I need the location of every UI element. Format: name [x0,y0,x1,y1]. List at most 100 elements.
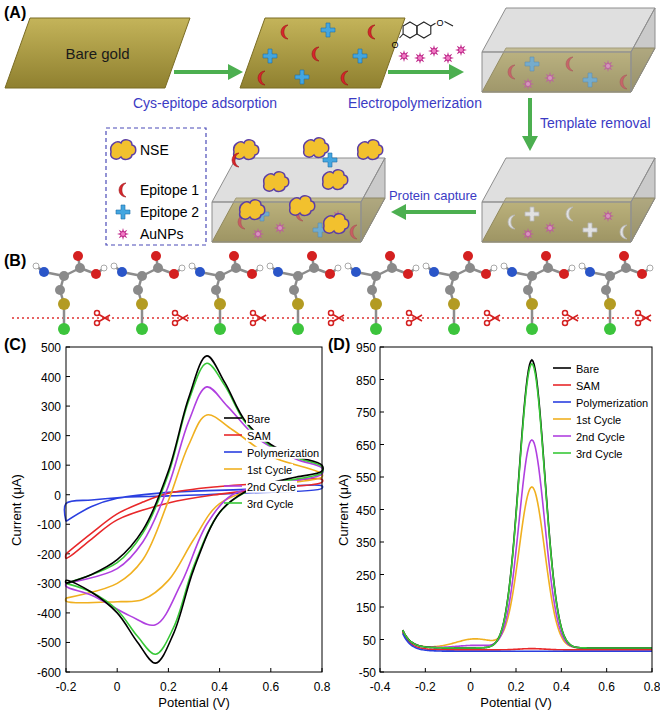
label-slot: 850 [356,370,376,388]
cysteine-monolayer [267,251,341,335]
protein-bound-film [304,138,329,158]
legend-slot: SAM [575,376,601,394]
cv-curve [66,356,323,663]
gold-nanoparticles [398,50,410,62]
axis-tick [219,668,220,672]
label-slot: Current (μA) [7,474,25,546]
axis-tick [516,668,517,672]
tick-label: 500 [41,341,61,355]
protein-bound-film [212,202,361,242]
tick-label: 0.8 [314,680,331,694]
protein-bound-film [212,138,385,242]
axis-tick [470,668,471,672]
legend-sample [224,435,242,436]
dpv-chart [380,347,652,672]
axis-tick [380,444,384,445]
cysteine-monolayer [189,251,263,335]
gold-nanoparticles [442,52,454,64]
tick-label: -600 [37,666,61,680]
legend-text: NSE [140,142,169,158]
legend-line [553,435,571,437]
label-slot: 0.8 [314,677,331,695]
tick-label: 150 [356,601,376,615]
label-slot: -50 [359,663,376,681]
scissors-symbol [407,311,423,326]
tick-label: 0.4 [553,680,570,694]
label-slot: -400 [37,604,61,622]
imprinted-film [482,52,631,92]
cysteine-monolayer [579,251,653,335]
legend-text: Bare [575,363,600,375]
legend-text: SAM [246,430,272,442]
label-slot: Protein capture [389,186,477,204]
protein-bound-film [232,153,239,167]
process-arrow [391,204,406,220]
tick-label: 0.8 [644,680,660,694]
protein-bound-film [212,158,385,202]
label-slot: 150 [356,598,376,616]
slab-face [5,18,190,88]
dpv-curve [403,360,652,648]
legend-text: AuNPs [140,226,184,242]
cysteine-monolayer [423,251,497,335]
tick-label: 400 [41,370,61,384]
label-slot: 0 [114,677,121,695]
legend-text: Polymerization [575,397,649,409]
label-slot: 200 [41,426,61,444]
axis-tick [66,465,70,466]
process-arrow [174,64,538,220]
tick-label: -500 [37,636,61,650]
label-slot: 0 [54,486,61,504]
axis-tick [66,494,70,495]
label-slot: Cys-epitope adsorption [133,94,277,112]
cv-curve [66,363,323,654]
label-slot: -300 [37,574,61,592]
axis-tick [168,668,169,672]
legend-icon [119,183,126,197]
coumarin-monomer [417,22,431,38]
legend-sample [119,183,126,197]
legend-text: 3rd Cycle [575,448,623,460]
process-arrow [388,70,450,74]
legend-line [553,384,571,386]
label-slot: 0.8 [644,677,660,695]
sam-slab [312,47,319,61]
tick-label: 350 [356,536,376,550]
legend-text: 3rd Cycle [246,498,294,510]
process-arrow [228,64,243,80]
legend-sample [116,205,130,219]
sam-slab [240,18,405,88]
legend-line [224,451,242,453]
label-slot: 250 [356,565,376,583]
label-slot: 400 [41,367,61,385]
label-slot: 0.6 [598,677,615,695]
tick-label: 650 [356,438,376,452]
coumarin-monomer [400,22,454,39]
template-free-film [482,198,655,242]
step-label: Cys-epitope adsorption [133,95,277,111]
legend-sample [117,228,129,240]
label-slot: (D) [328,336,350,354]
label-slot: -200 [37,545,61,563]
legend-sample [224,418,242,419]
legend-slot: SAM [246,426,272,444]
label-slot: 50 [363,630,376,648]
label-slot: Current (μA) [334,474,352,546]
label-slot: 950 [356,338,376,356]
legend-sample [553,436,571,437]
panel-label: (A) [4,4,26,21]
label-slot: O [436,12,443,30]
axis-tick [425,668,426,672]
cysteine-monolayer [12,317,652,319]
tick-label: -200 [37,548,61,562]
sam-slab [295,70,309,84]
axis-tick [66,376,70,377]
step-label: Template removal [540,115,651,131]
tick-label: 550 [356,471,376,485]
legend-sample [553,385,571,386]
label-slot: -0.4 [370,677,391,695]
tick-label: -100 [37,518,61,532]
protein-bound-film [323,153,337,167]
step-label: Electropolymerization [348,95,482,111]
